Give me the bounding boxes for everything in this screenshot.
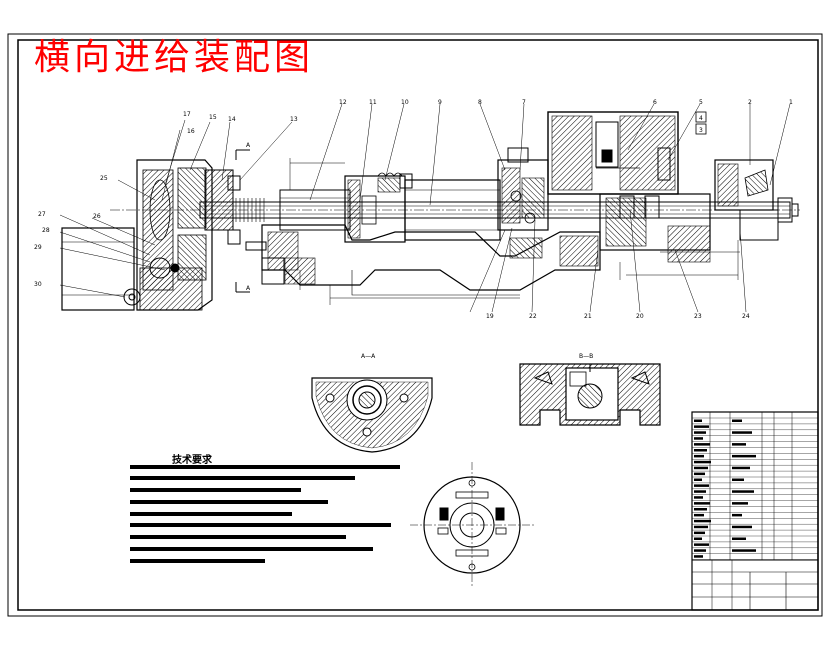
parts-list-text-mark [694,490,706,493]
part-number: 5 [699,99,703,106]
parts-list-text-mark [694,555,703,558]
title-block-text-marks [694,419,756,558]
part-number: 15 [209,114,217,121]
parts-list-text-mark [694,508,707,511]
part-number: 12 [339,99,347,106]
part-numbers-left: 25 27 26 28 29 30 [34,175,108,288]
part-number: 27 [38,211,46,218]
parts-list-text-mark [694,466,708,470]
parts-list-text-mark [694,531,705,535]
parts-list-text-mark [694,484,709,487]
tech-requirements-list [128,464,428,570]
parts-list-text-mark [694,454,704,458]
parts-list-text-mark [732,443,746,446]
parts-list-text-mark [732,525,752,529]
part-number: 3 [699,127,703,134]
parts-list-text-mark [694,537,702,540]
part-number: 30 [34,281,42,288]
tech-requirement-line [128,464,428,476]
parts-list-text-mark [694,478,702,481]
parts-list-text-mark [694,549,706,552]
part-number: 4 [699,115,703,122]
tech-requirement-line [128,523,428,535]
parts-list-text-mark [694,449,707,452]
parts-list-text-mark [732,490,754,493]
tech-requirement-line [128,499,428,511]
section-b-b-label: B—B [579,353,593,360]
part-number: 17 [183,111,191,118]
part-number: 1 [789,99,793,106]
parts-list-text-mark [694,437,703,440]
title-block [691,411,819,611]
parts-list-text-mark [694,525,708,529]
parts-list-text-mark [732,431,752,434]
part-numbers-bottom: 19 20 21 22 23 24 [486,313,750,320]
tech-requirement-line [128,476,428,488]
tech-requirement-line [128,511,428,523]
parts-list-text-mark [694,443,710,446]
part-number: 16 [187,128,195,135]
part-number: 21 [584,313,592,320]
part-number: 7 [522,99,526,106]
part-number: 9 [438,99,442,106]
parts-list-text-mark [694,543,709,546]
part-number: 11 [369,99,377,106]
tech-requirement-line [128,558,428,570]
parts-list-text-mark [694,496,703,499]
flange-end-view [410,462,535,588]
part-number: 14 [228,116,236,123]
tech-requirement-line [128,488,428,500]
main-assembly-view [61,111,800,311]
section-cut-a-bottom: A [246,285,251,292]
part-number: 28 [42,227,50,234]
part-numbers-top: 17 16 15 14 13 12 11 10 9 8 7 6 5 4 3 2 … [183,99,793,135]
section-a-a-view [311,377,433,453]
parts-list-text-mark [694,431,706,434]
part-number: 29 [34,244,42,251]
tech-requirement-line [128,547,428,559]
parts-list-text-mark [694,513,704,517]
part-number: 22 [529,313,537,320]
parts-list-text-mark [732,502,748,505]
inner-border [17,39,819,611]
parts-list-text-mark [732,419,742,422]
parts-list-text-mark [732,549,756,552]
parts-list-text-mark [732,478,744,481]
section-cut-a [235,149,250,293]
section-cut-a-top: A [246,142,251,149]
part-number: 25 [100,175,108,182]
tech-requirements-heading: 技术要求 [172,455,212,466]
part-number: 23 [694,313,702,320]
section-b-b-view [519,363,661,426]
section-a-a-label: A—A [361,353,376,360]
leader-lines [59,103,791,313]
part-number: 8 [478,99,482,106]
part-number: 10 [401,99,409,106]
parts-list-text-mark [732,537,746,540]
parts-list-text-mark [732,454,756,458]
tech-requirement-line [128,535,428,547]
parts-list-text-mark [732,513,742,517]
outer-border [7,33,823,617]
parts-list-text-mark [694,419,702,422]
parts-list-text-mark [694,472,705,476]
part-number: 26 [93,213,101,220]
part-number: 2 [748,99,752,106]
part-number: 19 [486,313,494,320]
parts-list-text-mark [694,519,711,523]
parts-list-text-mark [732,466,750,470]
drawing-title: 横向进给装配图 [34,37,315,78]
part-number: 13 [290,116,298,123]
parts-list-text-mark [694,460,711,464]
title-block-rows [692,417,818,560]
part-number: 20 [636,313,644,320]
part-number: 6 [653,99,657,106]
part-number: 24 [742,313,750,320]
parts-list-text-mark [694,502,710,505]
parts-list-text-mark [694,425,709,428]
